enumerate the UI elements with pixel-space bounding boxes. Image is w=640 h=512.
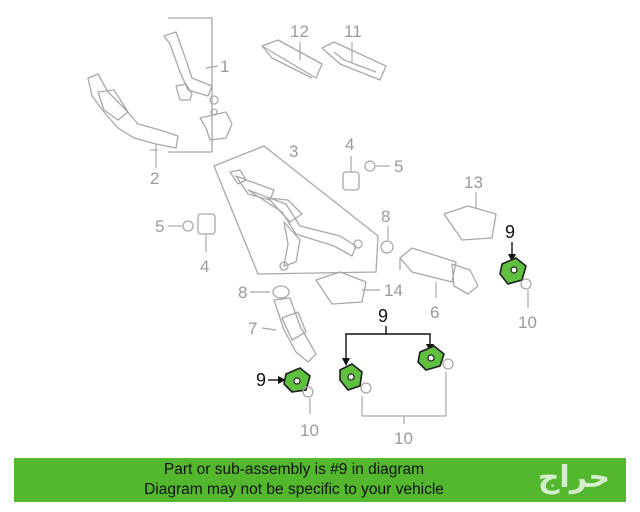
part-14-heat-shield (315, 271, 367, 305)
part-9-hanger-right[interactable] (499, 257, 527, 285)
exhaust-parts-diagram: 1 2 12 11 3 4 5 5 4 8 (87, 17, 537, 448)
part-1-front-pipe (163, 17, 233, 153)
callout-9-right: 9 (505, 222, 515, 242)
callout-7: 7 (248, 319, 257, 338)
part-9-hanger-left[interactable] (283, 367, 311, 393)
callout-13: 13 (464, 173, 483, 192)
banner-line-1: Part or sub-assembly is #9 in diagram (163, 461, 425, 478)
callout-9-left: 9 (256, 370, 266, 390)
callout-5-upper: 5 (394, 157, 403, 176)
part-9-hanger-center-left[interactable] (339, 363, 363, 391)
watermark-logo: حراج (537, 460, 610, 495)
part-7-catalytic-converter (273, 297, 317, 363)
part-5-nut-upper (364, 160, 376, 172)
callout-10-right: 10 (518, 313, 537, 332)
part-4-bracket-lower (197, 213, 216, 235)
part-13-heat-shield (443, 205, 497, 241)
part-8-gasket-upper (380, 240, 394, 254)
part-9-hanger-center-right[interactable] (417, 345, 445, 371)
callout-11: 11 (344, 22, 362, 41)
callout-8-lower: 8 (238, 283, 247, 302)
callout-10-center: 10 (394, 429, 413, 448)
part-3-exhaust-assembly (213, 145, 379, 275)
callout-14: 14 (384, 281, 403, 300)
callout-1: 1 (220, 57, 229, 76)
callout-6: 6 (430, 303, 439, 322)
callout-8-upper: 8 (381, 207, 390, 226)
part-10-nut-right (520, 278, 532, 290)
callout-9-center: 9 (378, 306, 388, 326)
part-10-nut-center-right (442, 358, 454, 370)
part-10-nut-center-left (360, 382, 372, 394)
callout-10-left: 10 (300, 421, 319, 440)
part-6-muffler (399, 247, 479, 295)
part-8-gasket-lower (272, 285, 290, 299)
part-12-heat-shield (261, 39, 323, 79)
callout-3: 3 (289, 142, 298, 161)
callout-12: 12 (290, 22, 309, 41)
part-2-catalytic-pipe (87, 73, 179, 149)
part-11-heat-shield (321, 41, 387, 81)
info-banner: Part or sub-assembly is #9 in diagram Di… (14, 458, 626, 502)
part-10-nut-left (302, 386, 314, 398)
banner-line-2: Diagram may not be specific to your vehi… (144, 481, 444, 498)
part-5-nut-lower (182, 220, 194, 232)
callout-4-upper: 4 (345, 135, 354, 154)
part-4-bracket-upper (342, 171, 360, 191)
callout-4-lower: 4 (200, 257, 209, 276)
callout-2: 2 (150, 169, 159, 188)
callout-5-lower: 5 (155, 217, 164, 236)
